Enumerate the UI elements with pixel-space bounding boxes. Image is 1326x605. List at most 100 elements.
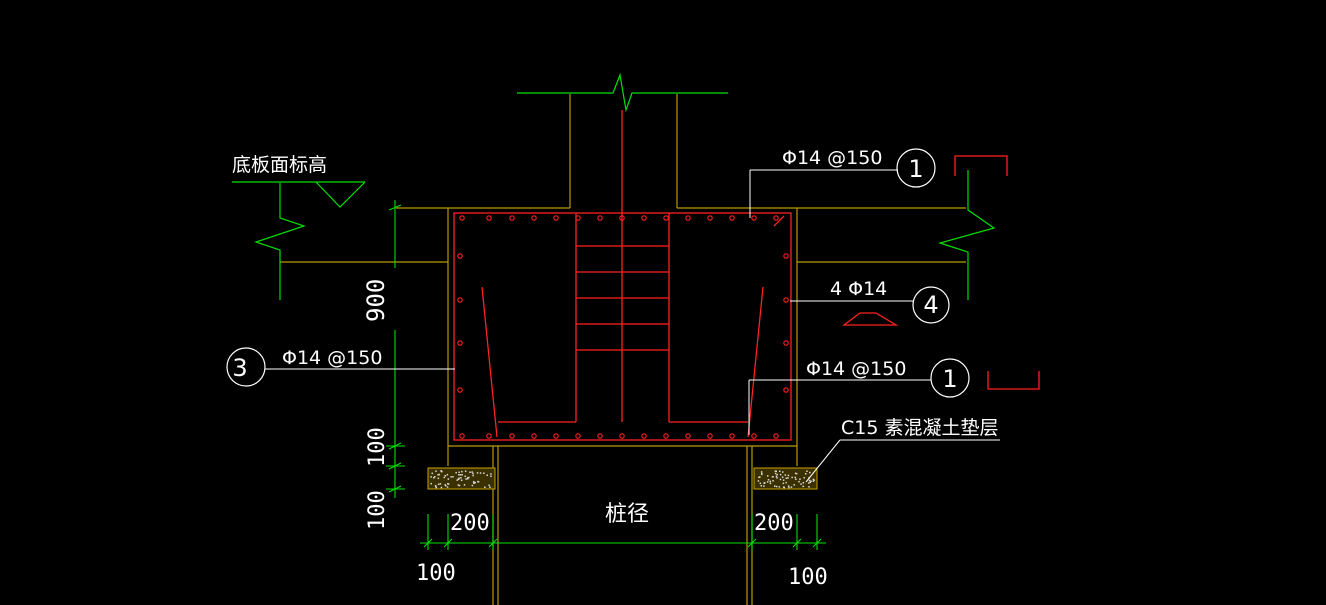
- rebar-section-dot: [509, 215, 515, 221]
- rebar-section-dot: [597, 215, 603, 221]
- rebar-section-dot: [531, 433, 537, 439]
- hatch-dot: [446, 474, 449, 476]
- hatch-dot: [433, 477, 435, 479]
- hatch-dot: [783, 486, 785, 489]
- rebar-section-dot: [641, 215, 647, 221]
- hatch-dot: [810, 480, 812, 482]
- label-pile-diameter: 桩径: [605, 502, 649, 527]
- hatch-dot: [775, 475, 778, 478]
- hatch-dot: [483, 472, 485, 474]
- marker-4: 4: [912, 286, 950, 324]
- hatch-dot: [799, 478, 801, 480]
- hatch-dot: [460, 477, 462, 479]
- hatch-dot: [484, 486, 486, 488]
- hatch-dot: [440, 470, 442, 472]
- hatch-dot: [435, 485, 437, 488]
- hatch-dot: [440, 486, 443, 489]
- hatch-dot: [488, 484, 490, 487]
- hatch-dot: [461, 474, 463, 476]
- hatch-dot: [469, 471, 471, 473]
- rebar-section-dot: [783, 340, 789, 346]
- hatch-dot: [795, 478, 797, 480]
- hatch-dot: [798, 480, 800, 483]
- hatch-dot: [778, 486, 781, 488]
- rebar-section-dot: [663, 433, 669, 439]
- rebar-section-dot: [457, 387, 463, 393]
- label-cushion: C15 素混凝土垫层: [841, 417, 998, 439]
- hatch-dot: [458, 471, 460, 473]
- hatch-dot: [457, 484, 460, 486]
- hatch-dot: [812, 480, 815, 482]
- rebar-section-dot: [619, 433, 625, 439]
- hatch-dot: [472, 474, 474, 477]
- rebar-section-dot: [751, 215, 757, 221]
- hatch-dot: [457, 478, 460, 480]
- rebar-section-dot: [459, 433, 465, 439]
- hatch-dot: [489, 486, 491, 488]
- hatch-dot: [465, 478, 467, 480]
- hatch-dot: [782, 482, 785, 485]
- rebar-section-dot: [773, 433, 779, 439]
- hatch-dot: [785, 477, 788, 479]
- hatch-dot: [767, 475, 769, 477]
- rebar-section-dot: [553, 433, 559, 439]
- hatch-dot: [802, 482, 805, 484]
- hatch-dot: [782, 479, 785, 481]
- hatch-dot: [471, 484, 474, 487]
- hatch-dot: [787, 485, 790, 487]
- svg-text:3: 3: [232, 354, 247, 382]
- rebar-section-dot: [751, 433, 757, 439]
- rebar-section-dot: [459, 215, 465, 221]
- hatch-dot: [772, 476, 774, 478]
- hatch-dot: [761, 472, 763, 475]
- rebar-section-dot: [773, 215, 779, 221]
- hatch-dot: [809, 471, 811, 474]
- label-rebar-side: Φ14 @150: [282, 347, 382, 369]
- hatch-dot: [774, 472, 777, 475]
- svg-text:1: 1: [908, 155, 923, 183]
- hatch-dot: [803, 477, 805, 479]
- dim-100-right: 100: [788, 565, 828, 590]
- dim-100-left: 100: [416, 561, 456, 586]
- label-slab-top-elevation: 底板面标高: [232, 154, 327, 176]
- rebar-section-dot: [486, 215, 492, 221]
- hatch-dot: [471, 471, 473, 473]
- hatch-dot: [760, 485, 763, 487]
- rebar-cage: [453, 110, 1040, 441]
- hatch-dot: [788, 486, 790, 489]
- hatch-dot: [767, 479, 770, 481]
- hatch-dot: [459, 474, 462, 476]
- hatch-dot: [782, 471, 784, 473]
- hatch-dot: [476, 472, 479, 474]
- rebar-section-dot: [783, 253, 789, 259]
- hatch-dot: [795, 472, 798, 475]
- rebar-section-dot: [663, 215, 669, 221]
- hatch-dot: [430, 476, 432, 478]
- rebar-section-dot: [575, 215, 581, 221]
- hatch-dot: [473, 482, 475, 484]
- hatch-dot: [779, 478, 782, 481]
- hatch-dot: [479, 472, 482, 474]
- rebar-section-dot: [531, 215, 537, 221]
- hatch-dot: [808, 479, 811, 482]
- rebar-section-dot: [641, 433, 647, 439]
- hatch-dot: [808, 482, 810, 484]
- rebar-section-dot: [707, 215, 713, 221]
- hatch-dot: [793, 484, 795, 486]
- hatch-dot: [486, 474, 488, 476]
- hatch-dot: [437, 483, 440, 485]
- hatch-dot: [766, 481, 769, 483]
- label-rebar-top: Φ14 @150: [782, 147, 882, 169]
- hatch-dot: [776, 473, 778, 476]
- hatch-dot: [784, 474, 787, 476]
- break-lines: [232, 72, 996, 300]
- label-rebar-corner: 4 Φ14: [830, 278, 887, 300]
- dimension-lines: [386, 200, 826, 550]
- leader-lines: [265, 169, 1000, 483]
- hatch-dot: [437, 477, 440, 480]
- hatch-dot: [458, 477, 460, 479]
- marker-3: 3: [226, 347, 266, 387]
- hatch-dot: [450, 476, 452, 478]
- hatch-dot: [761, 473, 763, 476]
